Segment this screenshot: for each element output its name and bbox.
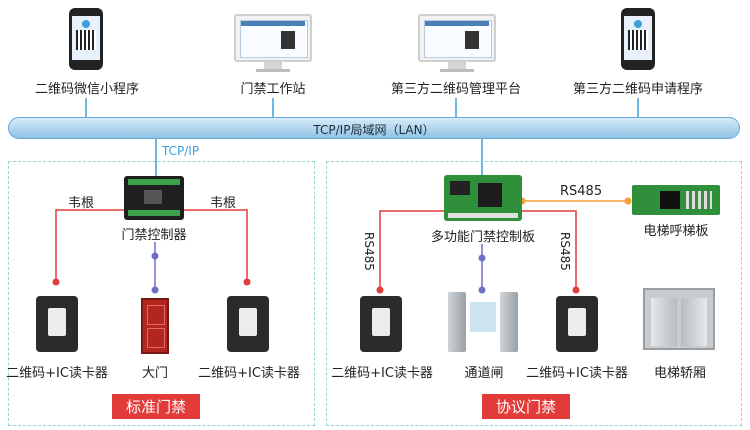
qr-ic-reader-icon	[556, 296, 598, 352]
standard-controller-label: 门禁控制器	[121, 228, 187, 243]
protocol-access-tag: 协议门禁	[482, 394, 571, 419]
rs485-elevator-dot-b	[624, 197, 632, 205]
wiegand-left-label: 韦根	[68, 196, 95, 211]
rs485-left-line	[379, 210, 444, 290]
phone-icon	[621, 8, 655, 70]
rs485-right-label: RS485	[558, 232, 572, 271]
rs485-right-dot	[572, 286, 580, 294]
lan-label: TCP/IP局域网（LAN）	[313, 123, 435, 137]
qr-ic-reader-icon	[227, 296, 269, 352]
standard-reader-right-label: 二维码+IC读卡器	[198, 366, 300, 381]
rs485-right-line	[522, 210, 577, 290]
wiegand-left-dot	[52, 278, 60, 286]
wiegand-right-dot	[243, 278, 251, 286]
rs485-top-label: RS485	[560, 184, 603, 199]
phone-icon	[69, 8, 103, 70]
qr-ic-reader-icon	[360, 296, 402, 352]
turnstile-icon	[448, 292, 520, 354]
elevator-call-panel-icon	[632, 185, 720, 215]
turnstile-dot-bottom	[478, 286, 486, 294]
monitor-icon	[418, 14, 496, 72]
door-dot-top	[151, 252, 159, 260]
standard-access-tag: 标准门禁	[112, 394, 201, 419]
wiegand-right-line	[184, 209, 248, 282]
elevator-car-label: 电梯轿厢	[653, 366, 706, 381]
elevator-car-icon	[643, 288, 715, 350]
multi-function-controller-board	[444, 175, 522, 221]
tcpip-label: TCP/IP	[162, 144, 200, 158]
rs485-left-dot	[376, 286, 384, 294]
third-platform-label: 第三方二维码管理平台	[390, 82, 521, 97]
protocol-reader-left-label: 二维码+IC读卡器	[331, 366, 433, 381]
lan-bar: TCP/IP局域网（LAN）	[8, 117, 740, 139]
standard-zone	[8, 161, 315, 426]
third-app-label: 第三方二维码申请程序	[572, 82, 703, 97]
turnstile-label: 通道闸	[464, 366, 504, 381]
monitor-icon	[234, 14, 312, 72]
door-icon	[141, 298, 169, 354]
wiegand-left-line	[55, 209, 124, 282]
rs485-left-label: RS485	[362, 232, 376, 271]
protocol-reader-right-label: 二维码+IC读卡器	[526, 366, 628, 381]
wiegand-right-label: 韦根	[210, 196, 237, 211]
workstation-label: 门禁工作站	[240, 82, 306, 97]
door-dot-bottom	[151, 286, 159, 294]
door-label: 大门	[141, 366, 168, 381]
mini-program-label: 二维码微信小程序	[34, 82, 139, 97]
elevator-panel-label: 电梯呼梯板	[643, 224, 709, 239]
protocol-zone	[326, 161, 742, 426]
qr-ic-reader-icon	[36, 296, 78, 352]
standard-reader-left-label: 二维码+IC读卡器	[6, 366, 108, 381]
protocol-controller-label: 多功能门禁控制板	[430, 230, 535, 245]
access-controller-board	[124, 176, 184, 220]
turnstile-dot-top	[478, 254, 486, 262]
